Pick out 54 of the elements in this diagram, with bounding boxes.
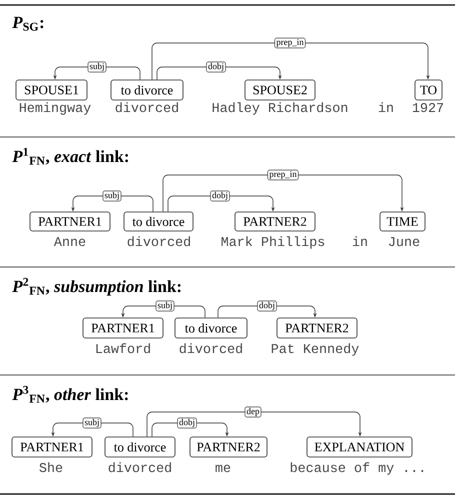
role-box: PARTNER1 (12, 436, 92, 458)
edge-label: dobj (206, 62, 226, 72)
heading: P$^{1}$$_{FN}$, exact link: (12, 148, 128, 165)
sentence-word: June (389, 237, 420, 246)
role-box: EXPLANATION (306, 436, 412, 458)
arrow (152, 42, 430, 80)
role-box: PARTNER1 (82, 318, 164, 338)
sentence-word: Lawford (96, 343, 150, 354)
edge-label: subj (82, 418, 102, 428)
heading: P$^{3}$$_{FN}$, other link: (12, 386, 128, 403)
arrow (152, 422, 229, 437)
sentence-word: 1927 (412, 103, 444, 112)
role-box: PARTNER2 (234, 212, 316, 232)
role-box: to divorce (124, 212, 194, 232)
edge-label: prep_in (267, 170, 299, 180)
sentence-word: me (216, 464, 230, 472)
role-box: to divorce (174, 318, 248, 338)
sentence-word: Anne (54, 237, 86, 246)
role-box: TO (414, 80, 442, 100)
edge-label: dobj (257, 300, 277, 312)
sentence-word: divorced (116, 102, 178, 112)
arrow (146, 412, 362, 437)
sentence-word: divorced (108, 462, 171, 472)
sentence-word: because of my ... (290, 462, 424, 475)
arrow (162, 174, 404, 212)
arrow (218, 306, 317, 318)
sentence-word: in (352, 236, 367, 246)
heading: P$_{SG}$: (12, 16, 44, 31)
sentence-word: in (378, 102, 393, 112)
sentence-word: Mark Phillips (222, 236, 324, 249)
role-box: PARTNER1 (30, 212, 110, 232)
sentence-word: Hemingway (20, 102, 91, 115)
role-box: SPOUSE1 (16, 80, 88, 100)
sentence-word: divorced (128, 236, 190, 246)
edge-label: subj (88, 62, 106, 72)
edge-label: dep (244, 406, 262, 418)
role-box: to divorce (110, 80, 184, 100)
edge-label: subj (156, 300, 174, 312)
role-box: TIME (380, 212, 426, 232)
sentence-word: divorced (180, 343, 242, 354)
role-box: PARTNER2 (276, 318, 358, 338)
edge-label: dobj (210, 190, 230, 202)
role-box: SPOUSE2 (244, 80, 316, 100)
role-box: PARTNER2 (190, 436, 268, 458)
arrow (168, 196, 275, 212)
sentence-word: Hadley Richardson (212, 102, 348, 115)
sentence-word: She (39, 462, 62, 472)
edge-label: subj (102, 190, 122, 202)
edge-label: prep_in (274, 38, 306, 48)
heading: P$^{2}$$_{FN}$, subsumption link: (12, 278, 181, 296)
role-box: to divorce (104, 436, 176, 458)
sentence-word: Pat Kennedy (272, 343, 359, 356)
arrow (156, 66, 282, 80)
edge-label: dobj (177, 418, 197, 428)
